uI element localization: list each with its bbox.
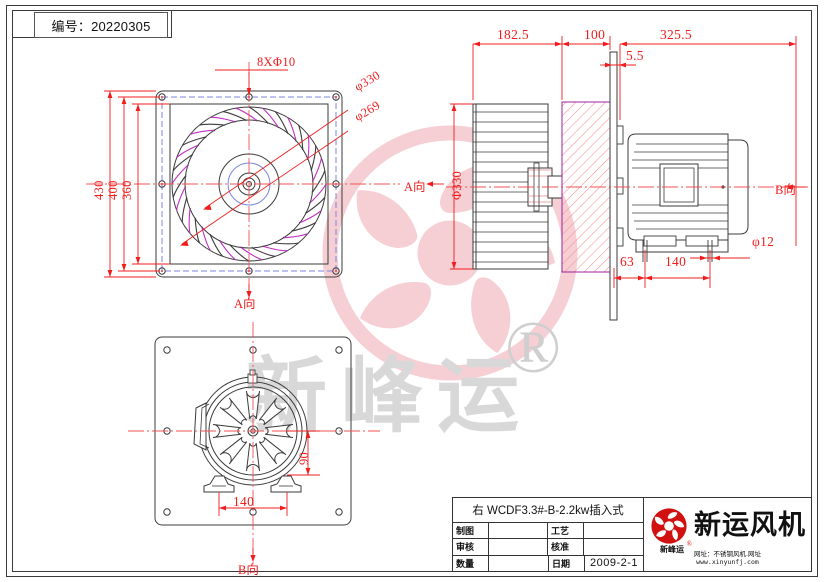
sheet-border-outer: [6, 5, 818, 577]
row1-value-left[interactable]: [489, 523, 549, 539]
trademark-icon: ®: [686, 539, 692, 548]
title-block-left: 右 WCDF3.3#-B-2.2kw插入式 制图 工艺 审核 核准 数量: [453, 498, 644, 571]
section-dim-5-5: 5.5: [626, 48, 644, 63]
b-view-dim-140: 140: [233, 494, 255, 509]
company-name: 新运风机: [694, 509, 806, 541]
company-website: 网址：不锈钢风机.网址 www.xinyunfj.com: [694, 550, 761, 566]
front-view-arrow-a-bottom: A向: [234, 297, 256, 311]
section-dim-182-5: 182.5: [497, 27, 529, 42]
title-block: 右 WCDF3.3#-B-2.2kw插入式 制图 工艺 审核 核准 数量: [452, 497, 812, 572]
front-dim-400: 400: [106, 180, 120, 200]
b-view: [120, 320, 440, 582]
title-block-row-1: 制图 工艺: [453, 523, 643, 540]
section-dia-330: Φ330: [450, 170, 464, 200]
company-branding: 新峰运 ® 新运风机 网址：不锈钢风机.网址 www.xinyunfj.com: [644, 498, 811, 571]
quantity-label: 数量: [453, 555, 489, 571]
section-dim-100: 100: [584, 27, 606, 42]
front-hole-note: 8XΦ10: [257, 55, 296, 69]
website-line-2[interactable]: www.xinyunfj.com: [696, 557, 759, 566]
b-view-arrow-label: B向: [238, 563, 259, 577]
b-view-dim-90: 90: [297, 451, 311, 465]
quantity-value[interactable]: [489, 555, 549, 571]
front-dim-430: 430: [92, 180, 106, 200]
company-logo-icon: 新峰运 ®: [649, 506, 692, 554]
front-dim-360: 360: [120, 180, 134, 200]
row2-label-right: 核准: [548, 539, 584, 555]
brand-sub-label: 新峰运: [660, 544, 684, 554]
section-dim-140: 140: [665, 254, 687, 269]
row2-value-left[interactable]: [489, 539, 549, 555]
date-label: 日期: [549, 555, 585, 571]
title-block-row-3: 数量 日期 2009-2-1: [453, 555, 643, 571]
date-value: 2009-2-1: [589, 557, 639, 570]
title-block-row-2: 审核 核准: [453, 539, 643, 556]
section-dim-325-5: 325.5: [660, 27, 692, 42]
row1-label-left: 制图: [453, 523, 489, 539]
row1-value-right[interactable]: [584, 523, 643, 538]
sheet-border-inner: [12, 10, 812, 572]
front-view: [0, 0, 460, 320]
model-designation: 右 WCDF3.3#-B-2.2kw插入式: [453, 498, 643, 523]
front-view-arrow-a-right: A向: [404, 180, 426, 194]
section-dia-12: φ12: [752, 234, 775, 249]
row2-label-left: 审核: [453, 539, 489, 555]
title-block-rows: 制图 工艺 审核 核准 数量 日期 2009-2-1: [453, 523, 643, 571]
serial-number-label: 编号：20220305: [34, 12, 168, 38]
row1-label-right: 工艺: [548, 523, 584, 539]
section-view-arrow-b: B向: [775, 183, 796, 197]
section-dim-63: 63: [620, 254, 635, 269]
brand-row: 新峰运 ® 新运风机: [649, 506, 806, 554]
website-line-1: 网址：不锈钢风机.网址: [693, 549, 762, 558]
row2-value-right[interactable]: [584, 539, 643, 554]
